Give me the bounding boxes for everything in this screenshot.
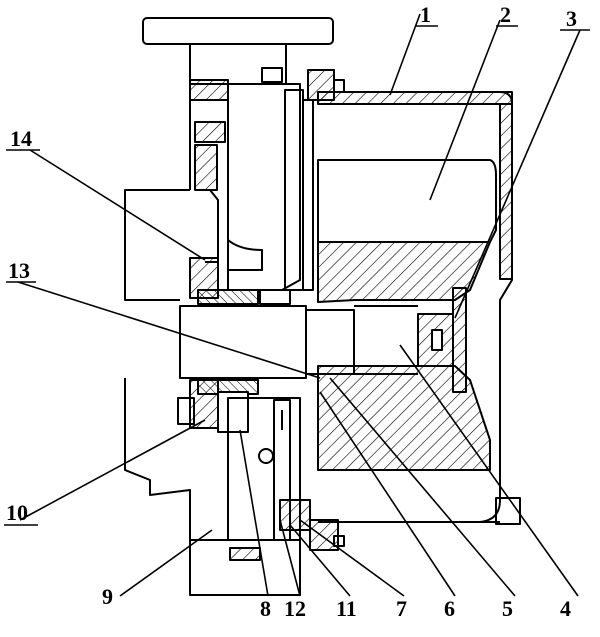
impeller-2 (317, 159, 497, 243)
top-flange (142, 17, 334, 45)
label-10: 10 (6, 500, 28, 525)
label-5: 5 (502, 596, 513, 621)
label-11: 11 (336, 596, 357, 621)
label-9: 9 (102, 584, 113, 609)
label-2: 2 (500, 2, 511, 27)
label-13: 13 (8, 258, 30, 283)
flange-neck (189, 43, 287, 85)
label-6: 6 (444, 596, 455, 621)
label-1: 1 (420, 2, 431, 27)
label-14: 14 (10, 126, 32, 151)
label-8: 8 (260, 596, 271, 621)
disk-3 (452, 287, 467, 393)
label-7: 7 (396, 596, 407, 621)
label-3: 3 (566, 6, 577, 31)
upper-casing-wall (189, 79, 229, 101)
label-12: 12 (284, 596, 306, 621)
center-column (227, 83, 301, 291)
label-4: 4 (560, 596, 571, 621)
left-casing (124, 189, 190, 301)
